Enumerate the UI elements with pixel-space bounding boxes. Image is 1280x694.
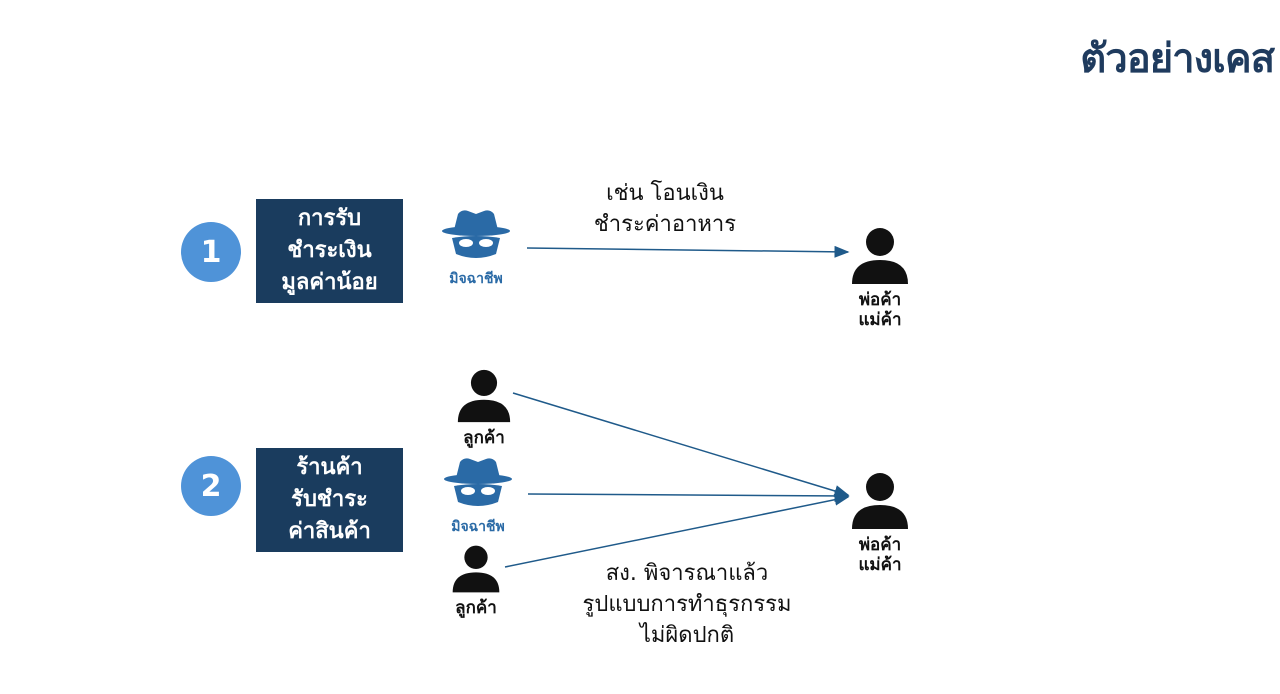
person-icon [852,473,908,529]
arrow-customer-bottom [504,493,850,568]
case1-description-line: เช่น โอนเงิน [606,181,724,206]
case2-thief-label: มิจฉาชีพ [451,519,505,535]
arrow-thief-case2 [527,489,850,502]
case1-merchant-line: พ่อค้า [858,290,902,310]
case1-box-line: ชำระเงิน [287,238,372,263]
case2-box-line: ร้านค้า [296,455,363,480]
case1-thief: มิจฉาชีพ [438,208,514,290]
case2-thief: มิจฉาชีพ [440,456,516,538]
case1-box: การรับ ชำระเงิน มูลค่าน้อย [256,199,403,303]
case1-box-line: การรับ [297,206,362,231]
page-title: ตัวอย่างเคส [1080,36,1275,82]
case2-customer-bottom-label: ลูกค้า [455,598,497,618]
case1-number: 1 [181,222,241,282]
thief-icon [444,458,512,506]
case1-thief-label: มิจฉาชีพ [449,271,503,287]
arrow-case1 [526,245,850,258]
case2-box: ร้านค้า รับชำระ ค่าสินค้า [256,448,403,552]
case1-merchant-line: แม่ค้า [858,310,902,330]
case2-merchant-line: พ่อค้า [858,535,902,555]
case2-description-line: สง. พิจารณาแล้ว [605,561,769,586]
case2-description: สง. พิจารณาแล้ว รูปแบบการทำธุรกรรม ไม่ผิ… [560,558,814,651]
person-icon [852,228,908,284]
person-icon [457,369,511,423]
case2-customer-top: ลูกค้า [446,368,522,448]
thief-icon [442,210,510,258]
case2-merchant: พ่อค้า แม่ค้า [840,471,920,575]
case1-merchant: พ่อค้า แม่ค้า [840,226,920,330]
case2-customer-top-label: ลูกค้า [463,428,505,448]
person-icon [452,545,500,593]
case2-number: 2 [181,456,241,516]
case1-box-line: มูลค่าน้อย [281,270,378,295]
case1-description-line: ชำระค่าอาหาร [593,212,737,237]
case1-description: เช่น โอนเงิน ชำระค่าอาหาร [560,178,770,240]
arrow-customer-top [512,392,850,497]
case2-description-line: ไม่ผิดปกติ [639,623,735,648]
case2-merchant-line: แม่ค้า [858,555,902,575]
case2-description-line: รูปแบบการทำธุรกรรม [582,592,792,617]
case2-box-line: รับชำระ [291,487,368,512]
case2-box-line: ค่าสินค้า [288,519,371,544]
case2-customer-bottom: ลูกค้า [438,544,514,618]
